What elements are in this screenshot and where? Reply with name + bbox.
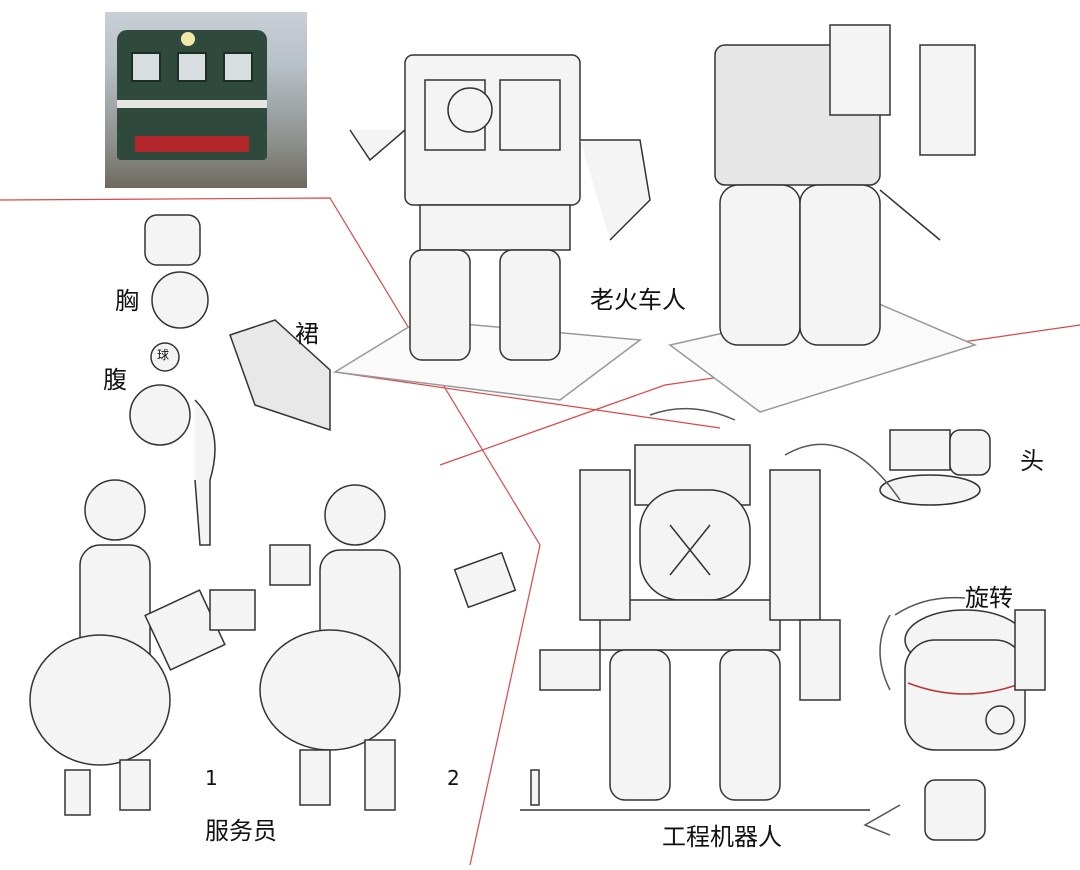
train-reference-photo [105, 12, 307, 188]
old-train-robot-front [332, 54, 651, 401]
label-variant-2: 2 [447, 766, 460, 790]
stripe [117, 100, 267, 108]
engineering-robot-sketch [520, 444, 870, 811]
label-variant-1: 1 [205, 766, 218, 790]
attendant-sketch-1 [29, 479, 256, 816]
locomotive [117, 30, 267, 160]
arrows [649, 407, 966, 836]
headlamp [181, 32, 195, 46]
chest-part-sketch [144, 214, 209, 329]
label-old-train-man: 老火车人 [590, 286, 686, 314]
head-detail-sketch [879, 429, 991, 506]
buffer [135, 136, 249, 152]
label-ball: 球 [157, 348, 170, 362]
label-engineering-robot: 工程机器人 [662, 823, 782, 851]
attendant-sketch-2 [259, 484, 517, 811]
window [223, 52, 253, 82]
label-skirt: 裙 [295, 320, 319, 348]
label-rotate: 旋转 [965, 584, 1013, 612]
old-train-robot-back [668, 24, 978, 413]
label-belly: 腹 [103, 366, 127, 394]
label-chest: 胸 [115, 287, 139, 315]
label-attendant: 服务员 [205, 817, 277, 845]
window [131, 52, 161, 82]
window [177, 52, 207, 82]
belly-part-sketch [129, 342, 216, 546]
rotation-detail-sketch [904, 609, 1046, 841]
label-head: 头 [1020, 447, 1044, 475]
skirt-part-sketch [229, 319, 331, 432]
